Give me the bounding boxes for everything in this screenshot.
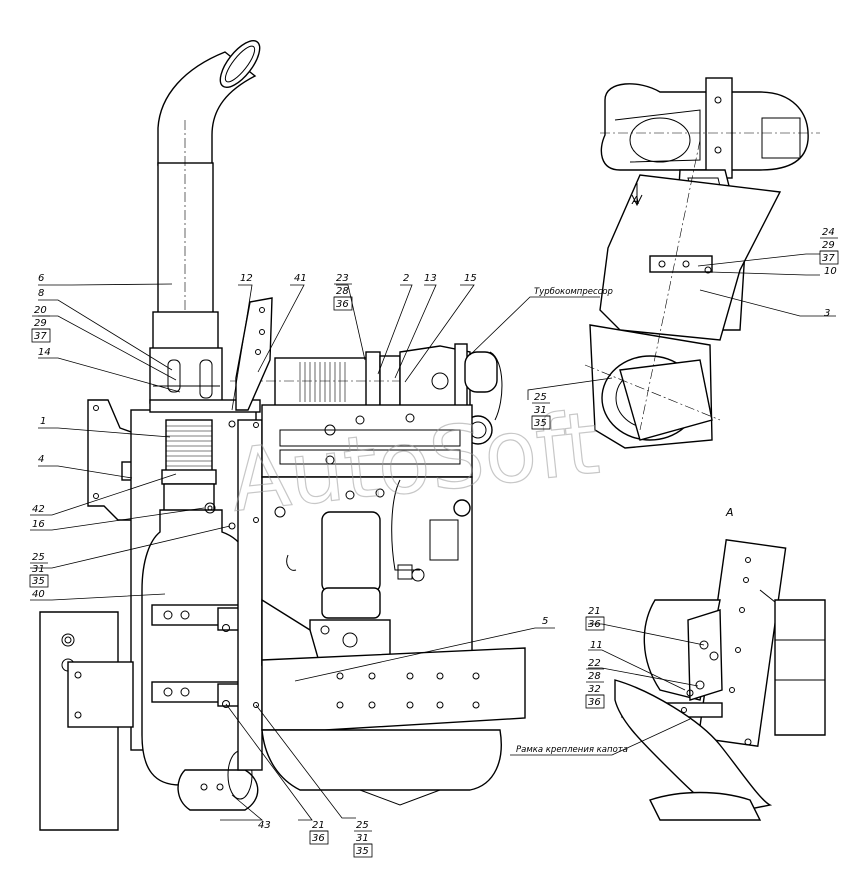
- note-turbocharger: Турбокомпрессор: [534, 287, 613, 297]
- callout-36-detail-2: 36: [588, 697, 601, 708]
- callout-24: 24: [822, 227, 835, 238]
- callout-36-top: 36: [336, 299, 349, 310]
- frame-beam-5: [261, 598, 526, 806]
- callouts: 6 8 20 29 37 14 1 4 42 16 25 31 35 40 12…: [29, 194, 839, 858]
- callout-32-detail: 32: [588, 684, 601, 695]
- flex-pipe-vertical: [161, 419, 217, 515]
- callout-37: 37: [34, 331, 47, 342]
- callout-31-top: 31: [534, 405, 547, 416]
- callout-25-left: 25: [32, 552, 45, 563]
- callout-43: 43: [258, 820, 271, 831]
- callout-36-bottom: 36: [312, 833, 325, 844]
- callout-37-right: 37: [822, 253, 835, 264]
- callout-35-top: 35: [534, 418, 547, 429]
- callout-23: 23: [336, 273, 349, 284]
- view-a-title: А: [725, 506, 734, 519]
- callout-13: 13: [424, 273, 437, 284]
- callout-28-detail: 28: [588, 671, 601, 682]
- bracket-12: [235, 297, 273, 411]
- callout-12: 12: [240, 273, 253, 284]
- callout-25-top: 25: [534, 392, 547, 403]
- callout-15: 15: [464, 273, 477, 284]
- callout-25-bottom: 25: [356, 820, 369, 831]
- callout-16: 16: [32, 519, 45, 530]
- callout-14: 14: [38, 347, 51, 358]
- filter-canister: [286, 511, 391, 661]
- callout-21-bottom: 21: [312, 820, 325, 831]
- callout-31-left: 31: [32, 564, 45, 575]
- callout-22: 22: [588, 658, 601, 669]
- detail-view-a: [614, 539, 826, 821]
- muffler-body: [141, 502, 253, 786]
- callout-29-right: 29: [822, 240, 835, 251]
- flex-pipe-horizontal: [230, 351, 470, 413]
- callout-21-detail: 21: [588, 606, 601, 617]
- callout-6: 6: [38, 273, 44, 284]
- leader-lines: [30, 253, 836, 821]
- callout-41: 41: [294, 273, 307, 284]
- top-view: [584, 77, 820, 449]
- callout-2: 2: [403, 273, 409, 284]
- callout-36-detail: 36: [588, 619, 601, 630]
- callout-42: 42: [32, 504, 45, 515]
- callout-10: 10: [824, 266, 837, 277]
- callout-8: 8: [38, 288, 44, 299]
- callout-35-bottom: 35: [356, 846, 369, 857]
- note-hood-frame: Рамка крепления капота: [516, 745, 628, 755]
- view-a-arrow-label: А: [631, 194, 640, 207]
- callout-28-top: 28: [336, 286, 349, 297]
- side-frame: [39, 611, 134, 831]
- callout-3: 3: [824, 308, 830, 319]
- callout-5: 5: [542, 616, 548, 627]
- callout-1: 1: [40, 416, 46, 427]
- callout-29: 29: [34, 318, 47, 329]
- callout-31-bottom: 31: [356, 833, 369, 844]
- callout-40: 40: [32, 589, 45, 600]
- callout-35-left: 35: [32, 576, 45, 587]
- callout-11: 11: [590, 640, 603, 651]
- callout-4: 4: [38, 454, 44, 465]
- callout-20: 20: [34, 305, 47, 316]
- silencer-upper: [149, 311, 223, 404]
